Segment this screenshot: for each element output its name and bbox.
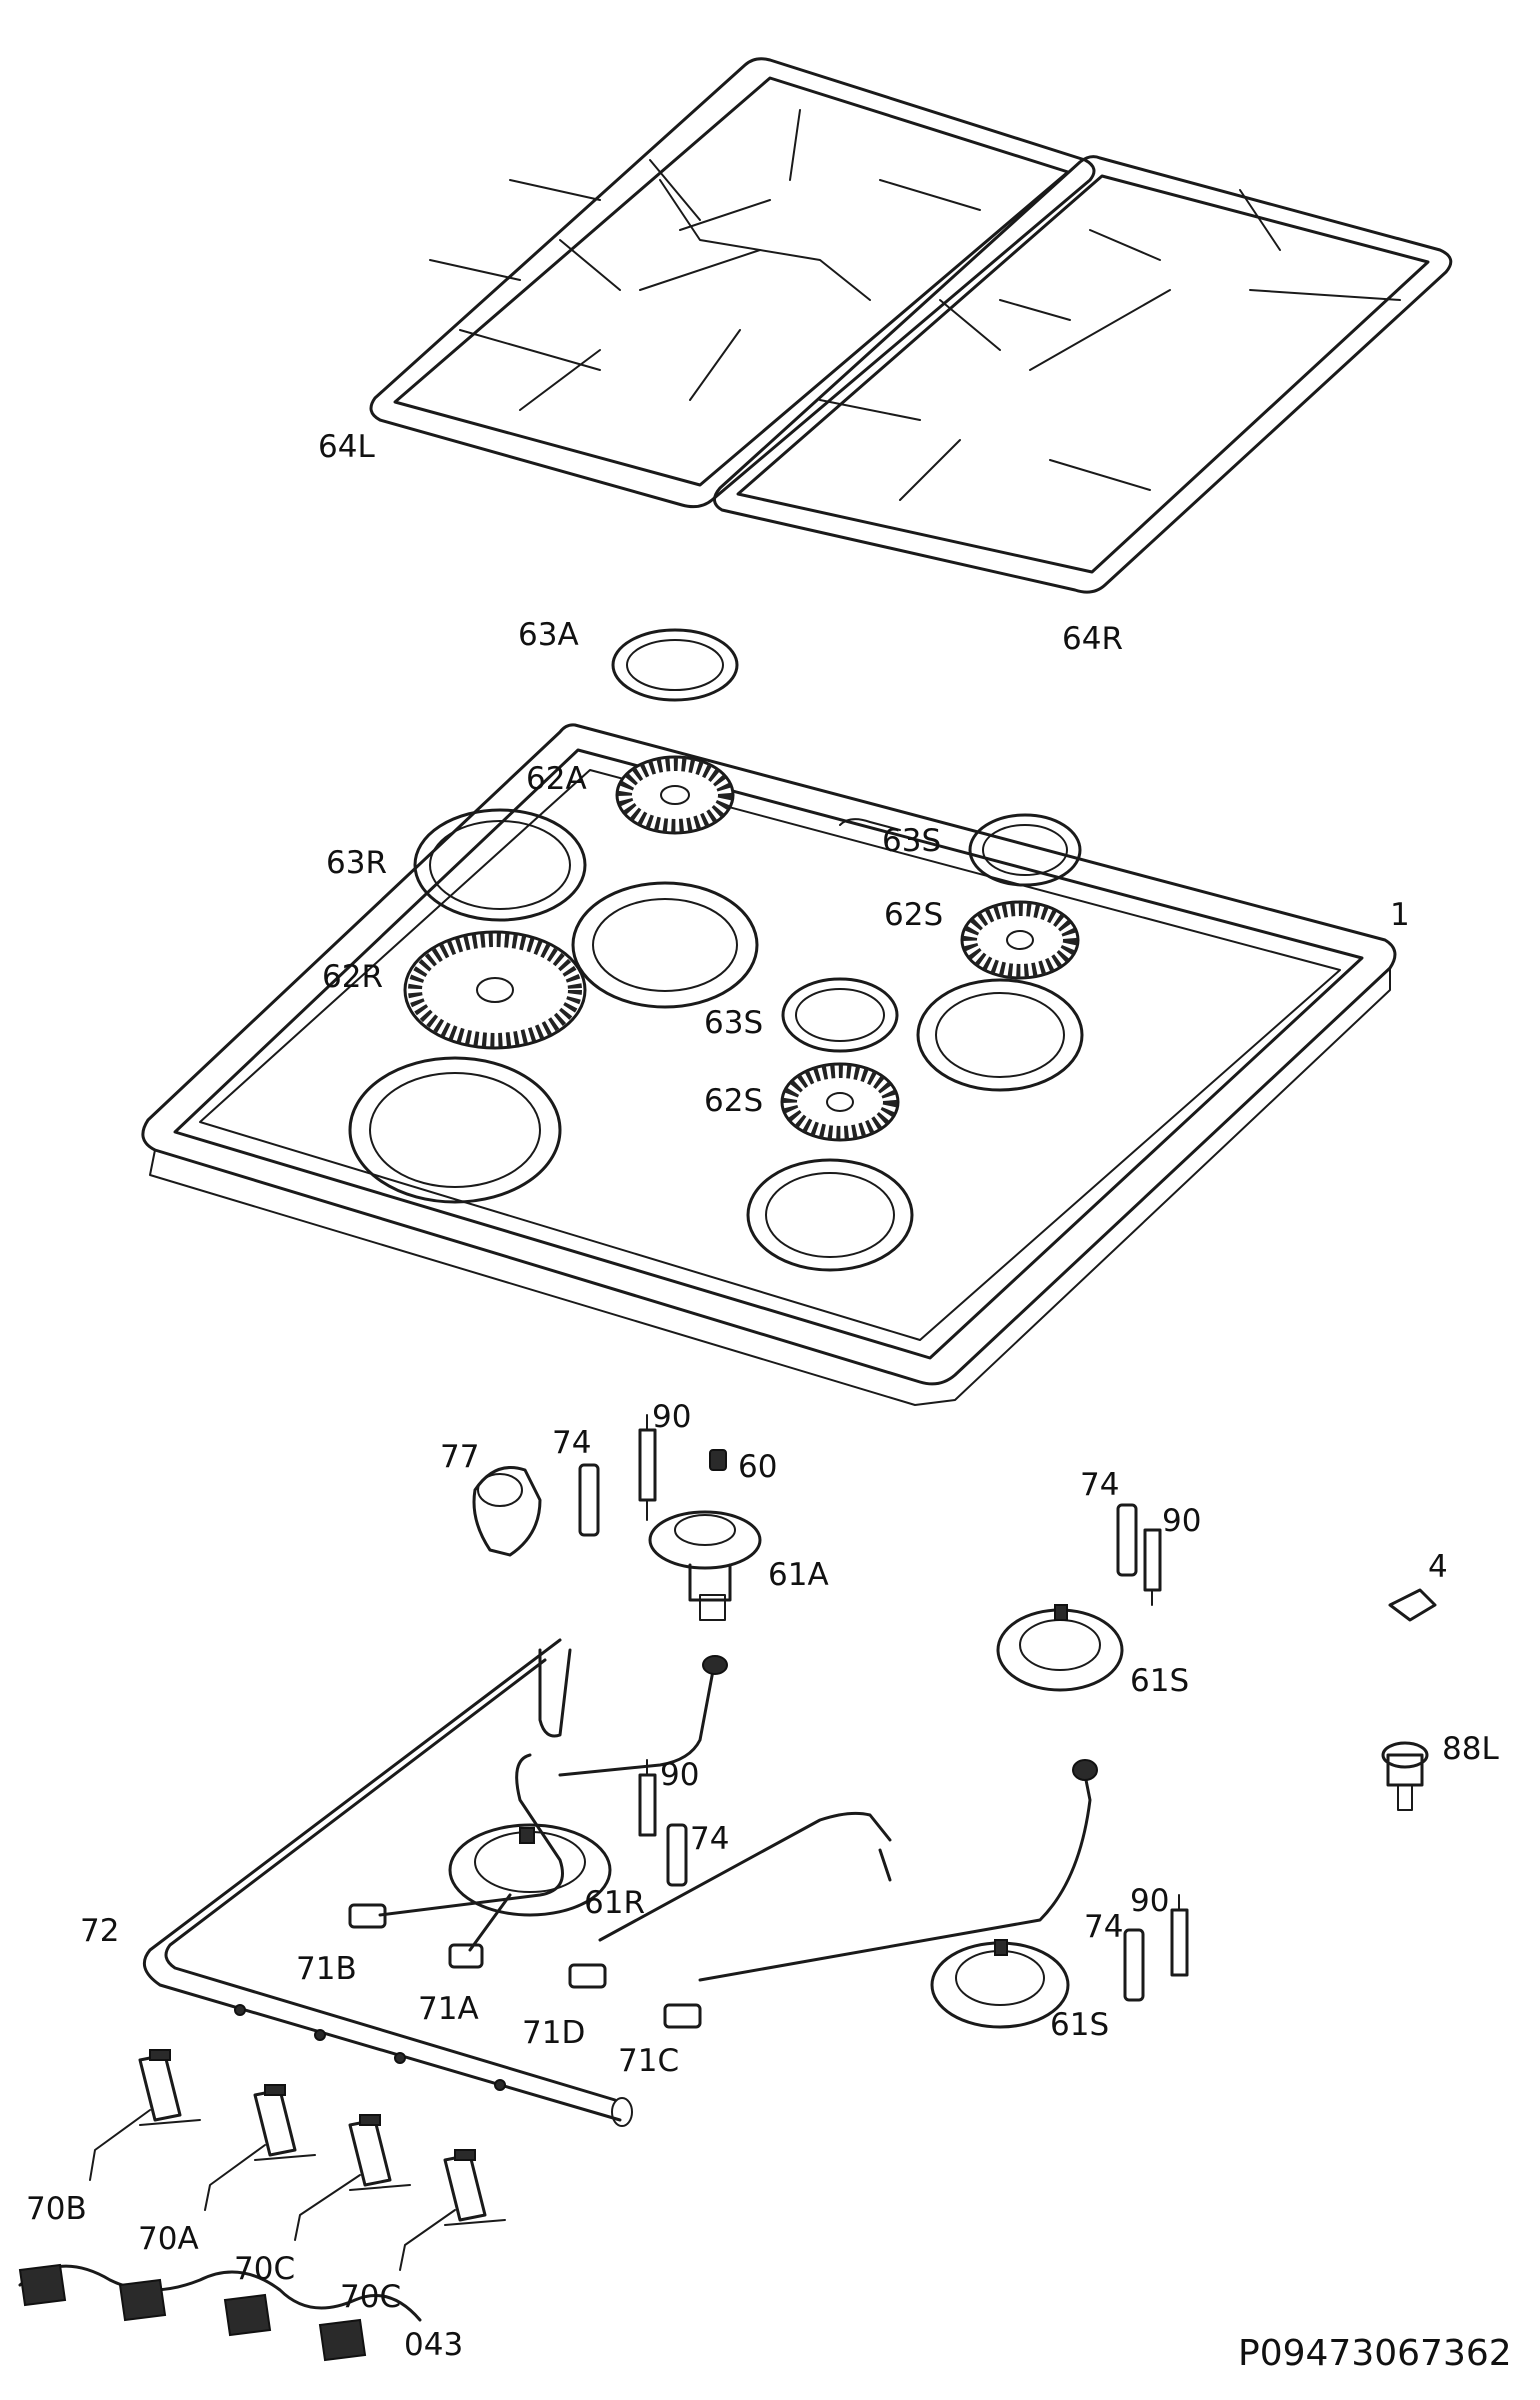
label-70B: 70B xyxy=(26,2191,87,2227)
burner-recess-large-front xyxy=(348,1056,562,1204)
gas-pipe-71B xyxy=(348,1753,564,1929)
burner-crown-62R xyxy=(403,930,587,1050)
label-71D: 71D xyxy=(522,2015,586,2051)
gas-pipe-71D xyxy=(568,1811,892,1989)
label-71C: 71C xyxy=(618,2043,680,2079)
burner-cap-63R xyxy=(413,808,587,922)
label-77: 77 xyxy=(440,1439,480,1475)
pan-support-right xyxy=(713,155,1453,594)
label-62A: 62A xyxy=(526,761,587,797)
spark-plug-90-d xyxy=(1170,1894,1189,1977)
label-63R: 63R xyxy=(326,845,387,881)
gas-tap-70B xyxy=(89,2049,201,2181)
burner-body-61A xyxy=(648,1510,762,1621)
label-64L: 64L xyxy=(318,429,375,465)
clip-4 xyxy=(1388,1588,1437,1622)
label-61A: 61A xyxy=(768,1557,829,1593)
label-74-b: 74 xyxy=(1080,1467,1120,1503)
burner-body-61S-bottom xyxy=(930,1939,1070,2029)
label-043: 043 xyxy=(404,2327,464,2363)
gas-tap-70C-a xyxy=(294,2114,411,2241)
label-90-d: 90 xyxy=(1130,1883,1170,1919)
label-61S-top: 61S xyxy=(1130,1663,1190,1699)
label-70C-a: 70C xyxy=(234,2251,296,2287)
injector-60 xyxy=(709,1449,727,1471)
spark-plug-90-c xyxy=(638,1759,657,1837)
knob-88L xyxy=(1381,1741,1429,1811)
burner-crown-62A xyxy=(615,755,735,835)
gas-pipe-71A xyxy=(448,1655,728,1969)
label-61R: 61R xyxy=(584,1885,645,1921)
pan-support-left xyxy=(369,57,1096,509)
label-62R: 62R xyxy=(322,959,383,995)
label-62S-top: 62S xyxy=(884,897,944,933)
label-71B: 71B xyxy=(296,1951,357,1987)
burner-recess-right xyxy=(916,978,1084,1092)
spark-plug-90-b xyxy=(1143,1528,1162,1606)
burner-cap-63S-top xyxy=(968,813,1082,887)
burner-recess-rear-left xyxy=(571,881,759,1009)
burner-cap-63A xyxy=(611,628,739,702)
burner-body-61R xyxy=(448,1823,612,1917)
label-90-a: 90 xyxy=(652,1399,692,1435)
gas-tap-70A xyxy=(204,2084,316,2211)
label-64R: 64R xyxy=(1062,621,1123,657)
drawing-code: P09473067362 xyxy=(1238,2333,1512,2374)
label-70A: 70A xyxy=(138,2221,199,2257)
label-72: 72 xyxy=(80,1913,120,1949)
label-4: 4 xyxy=(1428,1549,1448,1585)
hob-top-tray xyxy=(141,723,1397,1406)
ignition-harness-043 xyxy=(18,2263,422,2362)
label-70C-b: 70C xyxy=(340,2279,402,2315)
gas-manifold-72 xyxy=(142,1638,633,2127)
label-1: 1 xyxy=(1390,897,1410,933)
label-63S-top: 63S xyxy=(882,823,942,859)
label-74-c: 74 xyxy=(690,1821,730,1857)
label-61S-bottom: 61S xyxy=(1050,2007,1110,2043)
label-60: 60 xyxy=(738,1449,778,1485)
gas-tap-70C-b xyxy=(399,2149,506,2271)
gas-pipe-71C xyxy=(663,1759,1098,2029)
label-90-c: 90 xyxy=(660,1757,700,1793)
burner-recess-front-right xyxy=(746,1158,914,1272)
thermocouple-74-d xyxy=(1123,1928,1145,2002)
burner-cap-63S-mid xyxy=(781,977,899,1053)
thermocouple-74-b xyxy=(1116,1503,1138,1577)
burner-crown-62S-top xyxy=(960,900,1080,980)
thermocouple-74-a xyxy=(578,1463,600,1537)
label-90-b: 90 xyxy=(1162,1503,1202,1539)
label-88L: 88L xyxy=(1442,1731,1499,1767)
burner-body-61S-top xyxy=(996,1604,1124,1692)
label-74-d: 74 xyxy=(1084,1909,1124,1945)
burner-crown-62S-mid xyxy=(780,1062,900,1142)
elbow-77 xyxy=(472,1466,542,1557)
label-63S-mid: 63S xyxy=(704,1005,764,1041)
label-71A: 71A xyxy=(418,1991,479,2027)
label-63A: 63A xyxy=(518,617,579,653)
label-62S-mid: 62S xyxy=(704,1083,764,1119)
thermocouple-74-c xyxy=(666,1823,688,1887)
spark-plug-90-a xyxy=(638,1414,657,1521)
label-74-a: 74 xyxy=(552,1425,592,1461)
